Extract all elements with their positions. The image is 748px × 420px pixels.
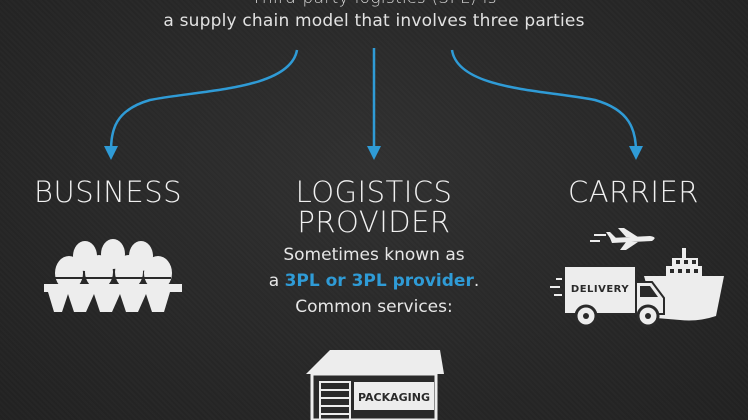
description-suffix: .	[473, 271, 480, 291]
header-line-2: a supply chain model that involves three…	[163, 11, 585, 31]
arrow-head-carrier	[629, 146, 643, 160]
truck-label: DELIVERY	[571, 284, 629, 295]
logistics-provider-heading: LOGISTICS PROVIDER	[274, 177, 474, 237]
description-line-1: Sometimes known as	[283, 245, 465, 265]
arrow-to-business	[109, 49, 299, 153]
description-highlight: 3PL or 3PL provider	[284, 271, 474, 291]
arrow-head-logistics	[367, 146, 381, 160]
arrow-head-business	[104, 146, 118, 160]
description-line-3: Common services:	[295, 297, 453, 317]
truck-icon: DELIVERY	[550, 265, 665, 328]
business-heading: BUSINESS	[34, 175, 183, 209]
header-line-1: Third-party logistics (3PL) is	[0, 0, 748, 8]
logistics-heading-line-2: PROVIDER	[297, 205, 451, 239]
warehouse-packaging-icon: PACKAGING	[306, 350, 444, 420]
egg-carton-icon	[44, 239, 182, 312]
logistics-description: Sometimes known as a 3PL or 3PL provider…	[254, 242, 494, 320]
description-prefix: a	[268, 271, 285, 291]
carrier-heading: CARRIER	[568, 175, 699, 209]
airplane-icon	[590, 228, 655, 250]
warehouse-label: PACKAGING	[358, 391, 430, 404]
logistics-heading-line-1: LOGISTICS	[295, 175, 453, 209]
arrow-to-carrier	[450, 49, 638, 153]
carrier-transport-icon: DELIVERY	[550, 228, 724, 328]
description-line-2: a 3PL or 3PL provider.	[254, 268, 494, 294]
